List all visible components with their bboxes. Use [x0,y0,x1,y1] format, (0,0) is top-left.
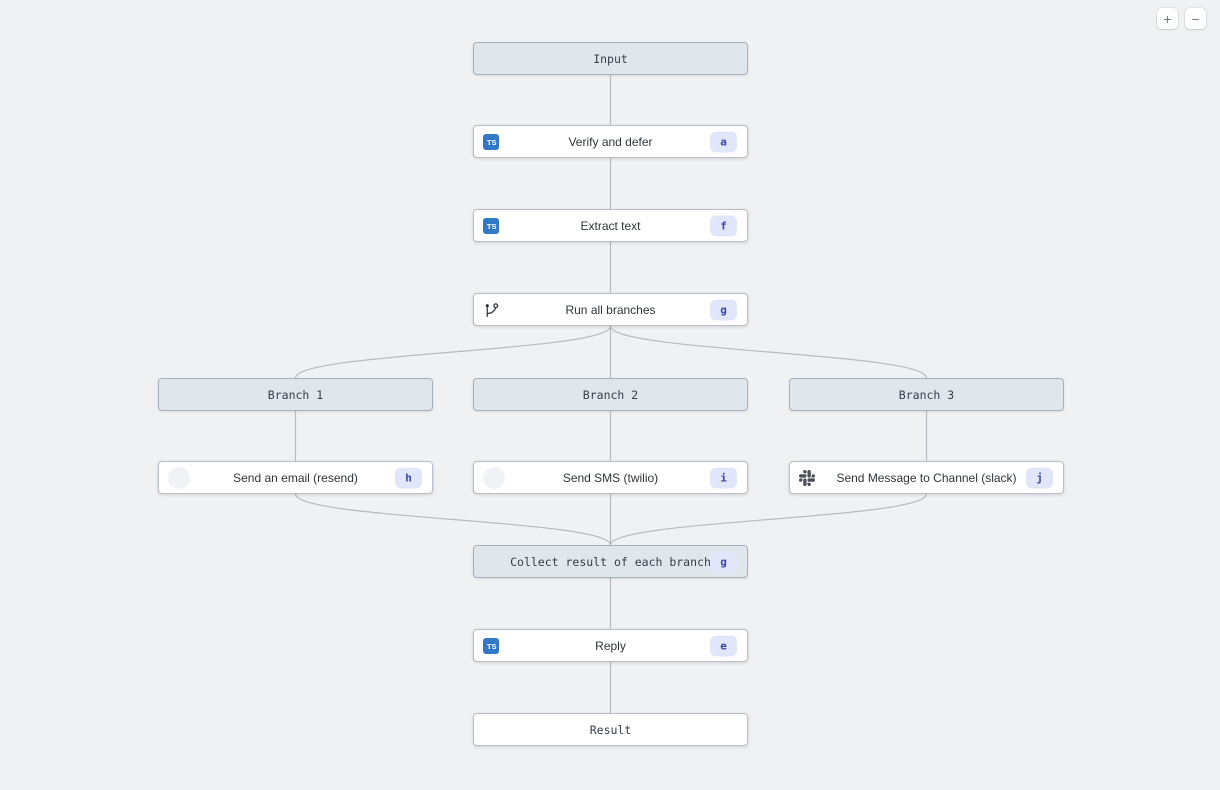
node-verify-and-defer-badge: a [710,131,737,152]
node-input-label: Input [593,51,628,66]
node-run-all-branches-badge: g [710,299,737,320]
node-result-label: Result [589,722,632,737]
node-send-email-label: Send an email (resend) [233,470,358,485]
node-branch-2[interactable]: Branch 2 [473,378,748,411]
node-branch-3[interactable]: Branch 3 [789,378,1064,411]
node-branch-1-label: Branch 1 [267,387,324,402]
typescript-icon: TS [483,217,499,234]
zoom-out-button[interactable]: − [1185,8,1206,29]
node-send-slack-badge: j [1026,467,1053,488]
node-send-slack[interactable]: Send Message to Channel (slack) j [789,461,1064,494]
slack-icon [799,469,815,486]
zoom-controls: + − [1157,8,1206,29]
node-send-sms-label: Send SMS (twilio) [562,470,659,485]
node-verify-and-defer-label: Verify and defer [568,134,653,149]
edge-run-all-branches-to-branch-3 [609,325,928,379]
node-send-slack-label: Send Message to Channel (slack) [836,470,1017,485]
node-send-email[interactable]: Send an email (resend) h [158,461,433,494]
typescript-icon: TS [483,133,499,150]
node-branch-1[interactable]: Branch 1 [158,378,433,411]
edge-run-all-branches-to-branch-1 [294,325,612,379]
node-branch-2-label: Branch 2 [582,387,639,402]
node-send-sms[interactable]: Send SMS (twilio) i [473,461,748,494]
node-verify-and-defer[interactable]: TS Verify and defer a [473,125,748,158]
node-collect-results-label: Collect result of each branch [510,554,711,569]
edge-send-slack-to-collect-results [609,493,928,546]
node-result[interactable]: Result [473,713,748,746]
git-branch-icon [483,301,500,318]
edge-send-email-to-collect-results [294,493,612,546]
node-reply[interactable]: TS Reply e [473,629,748,662]
node-send-email-badge: h [395,467,422,488]
node-run-all-branches[interactable]: Run all branches g [473,293,748,326]
node-reply-badge: e [710,635,737,656]
node-extract-text-label: Extract text [580,218,641,233]
node-run-all-branches-label: Run all branches [565,302,656,317]
node-reply-label: Reply [595,638,626,653]
typescript-icon: TS [483,637,499,654]
node-send-sms-badge: i [710,467,737,488]
node-branch-3-label: Branch 3 [898,387,955,402]
zoom-in-button[interactable]: + [1157,8,1178,29]
node-collect-results-badge: g [710,551,737,572]
node-extract-text[interactable]: TS Extract text f [473,209,748,242]
node-input[interactable]: Input [473,42,748,75]
node-extract-text-badge: f [710,215,737,236]
twilio-icon [483,466,505,489]
resend-icon [168,466,190,489]
